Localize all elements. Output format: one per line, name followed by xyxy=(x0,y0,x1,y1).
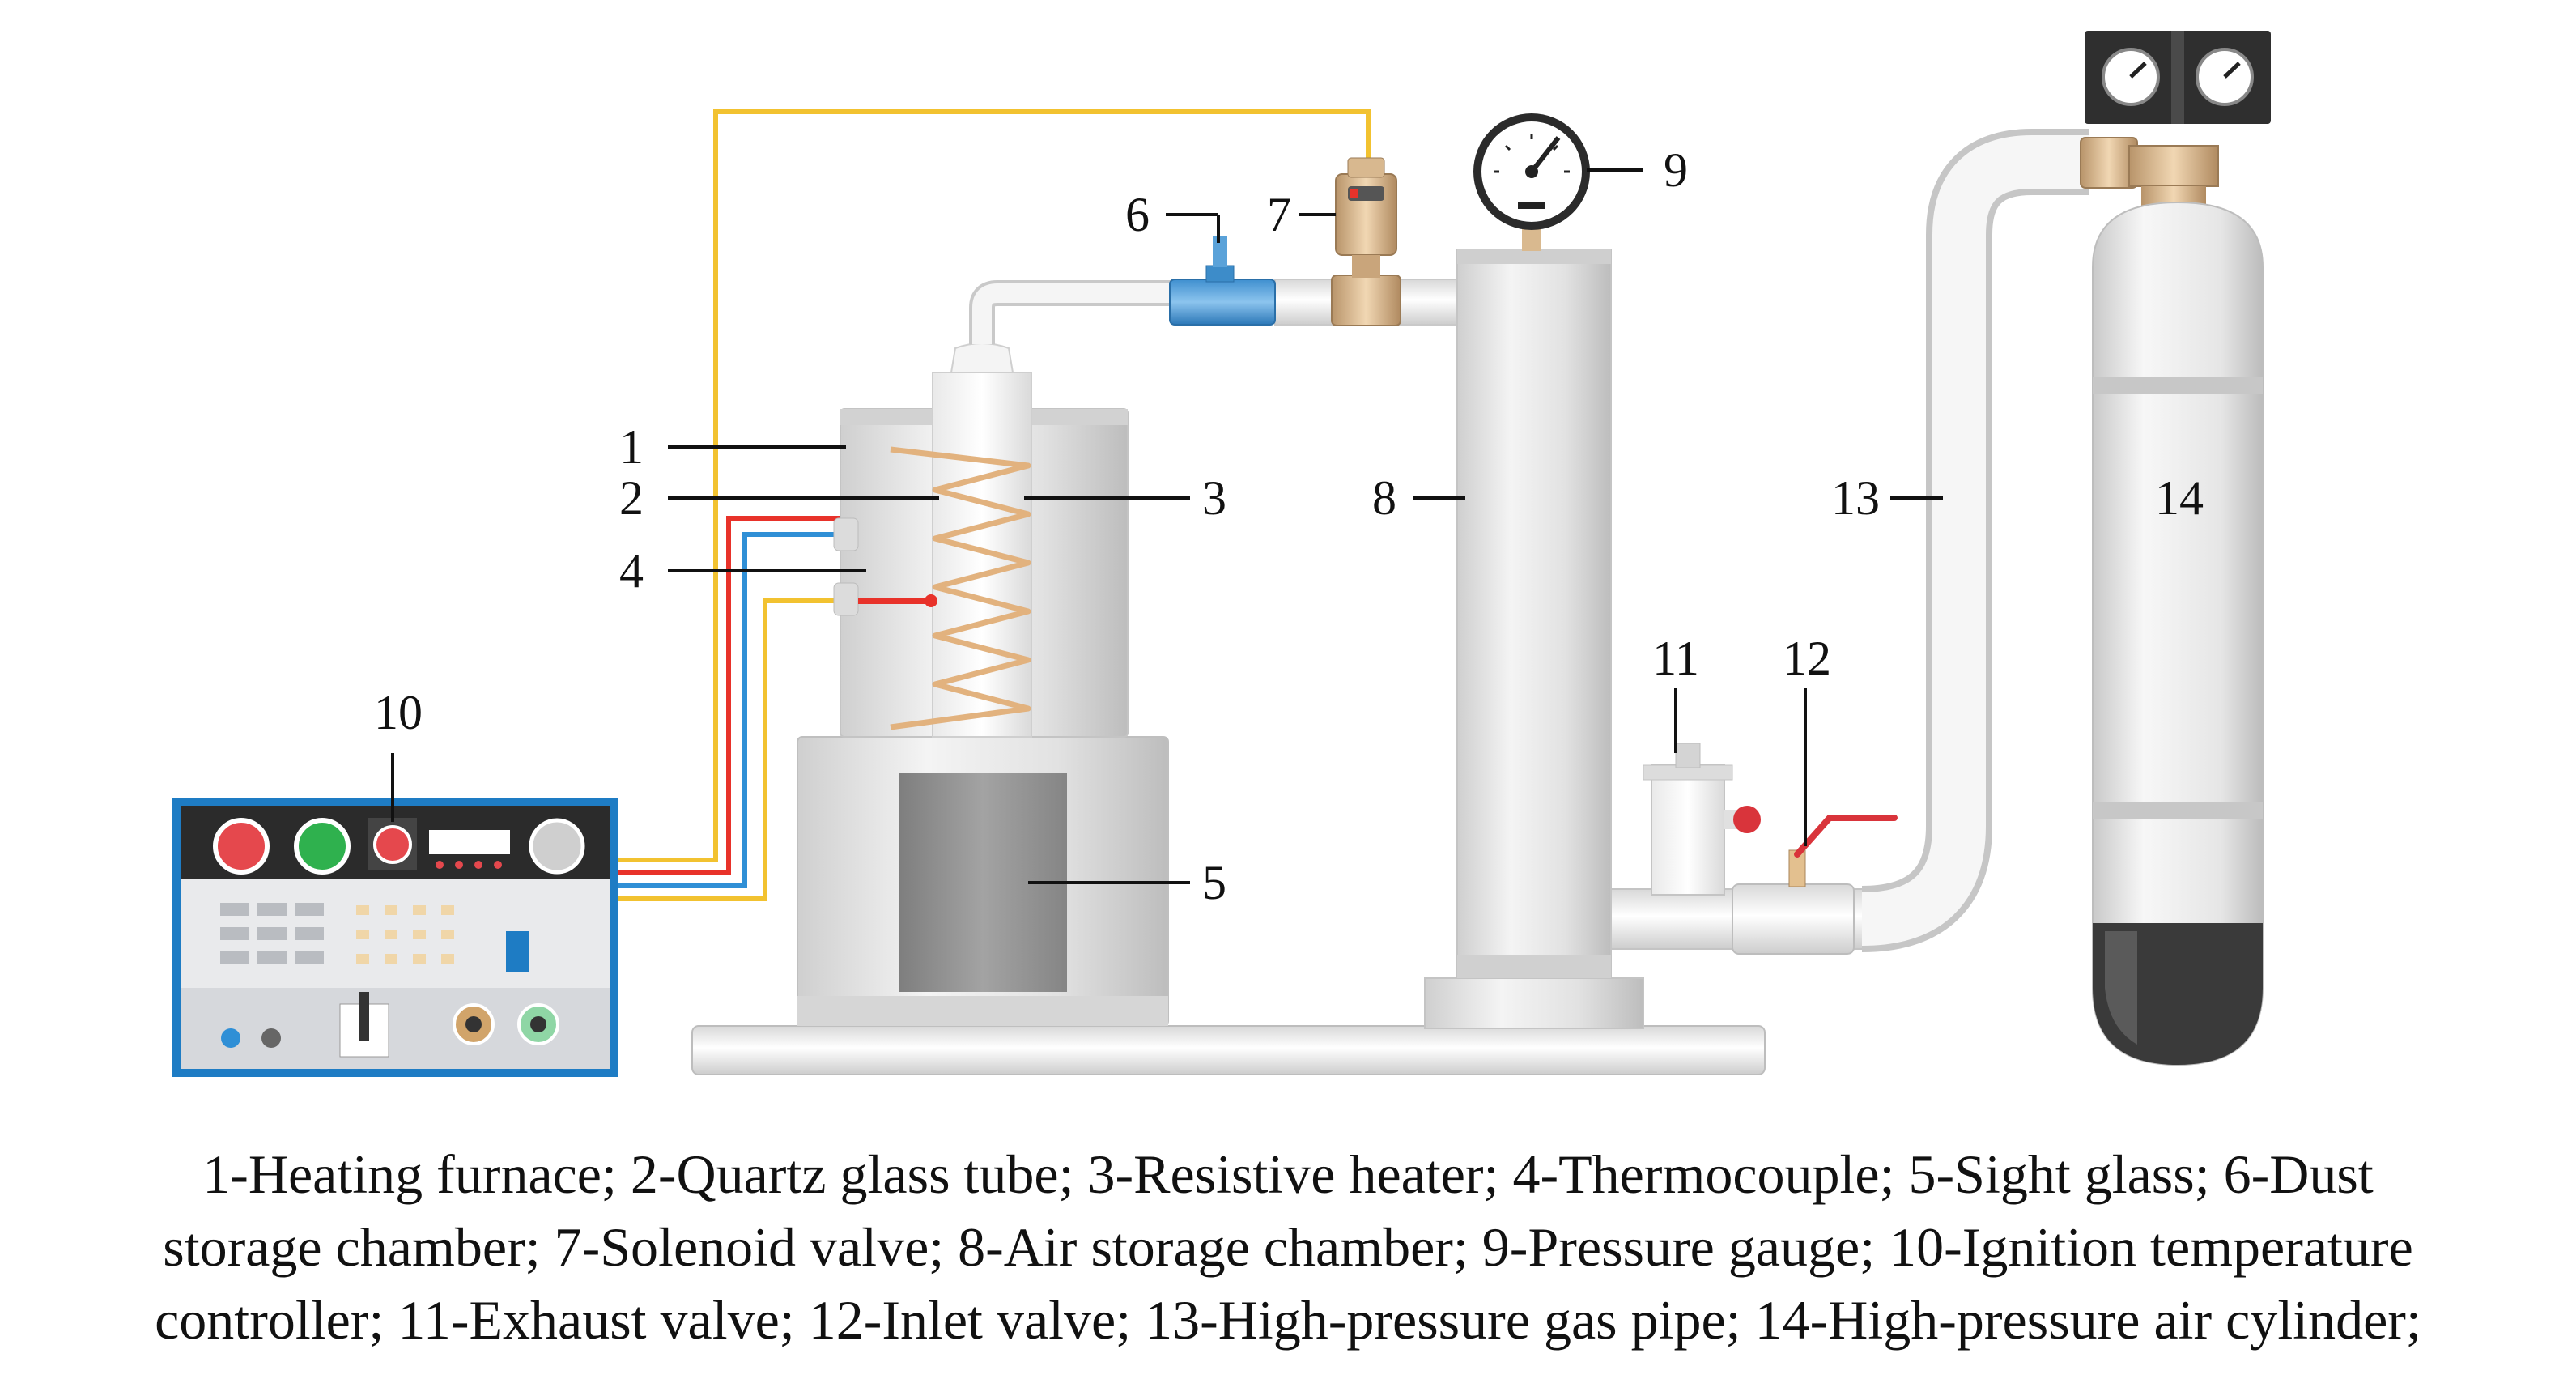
resistive-heater-coil xyxy=(890,446,1031,730)
label-11: 11 xyxy=(1652,632,1699,685)
pressure-gauge xyxy=(1473,113,1590,251)
ignition-temperature-controller xyxy=(172,798,618,1077)
label-2: 2 xyxy=(619,471,644,525)
label-1: 1 xyxy=(619,420,644,474)
label-5: 5 xyxy=(1202,856,1226,909)
high-pressure-gas-pipe xyxy=(1860,129,2089,952)
air-storage-chamber xyxy=(1424,249,1644,1029)
controller-display xyxy=(429,830,510,854)
quartz-glass-tube xyxy=(932,343,1032,738)
label-4: 4 xyxy=(619,544,644,598)
figure-caption: 1-Heating furnace; 2-Quartz glass tube; … xyxy=(0,1138,2576,1356)
label-7: 7 xyxy=(1267,188,1291,241)
yellow-wire-solenoid xyxy=(611,109,1371,862)
label-8: 8 xyxy=(1372,471,1396,525)
exhaust-inlet-pipe xyxy=(1610,883,1871,955)
indicator-lamp-icon xyxy=(373,825,412,864)
label-12: 12 xyxy=(1783,632,1831,685)
label-3: 3 xyxy=(1202,471,1226,525)
high-pressure-air-cylinder xyxy=(2080,31,2271,1066)
red-button-icon xyxy=(213,818,270,875)
base-plate xyxy=(691,1025,1766,1075)
yellow-wire-thermocouple xyxy=(611,598,886,901)
part-labels: 1 2 3 4 5 6 7 8 9 10 11 12 13 14 xyxy=(374,143,2204,909)
caption-line-1: 1-Heating furnace; 2-Quartz glass tube; … xyxy=(202,1143,2374,1205)
label-14: 14 xyxy=(2155,471,2204,525)
label-10: 10 xyxy=(374,686,423,739)
inlet-valve xyxy=(1788,815,1898,887)
green-button-icon xyxy=(294,818,351,875)
solenoid-valve xyxy=(1331,157,1401,326)
leader-lines xyxy=(391,168,1943,884)
label-6: 6 xyxy=(1125,188,1150,241)
caption-line-2: storage chamber; 7-Solenoid valve; 8-Air… xyxy=(163,1216,2413,1278)
caption-line-3: controller; 11-Exhaust valve; 12-Inlet v… xyxy=(155,1289,2421,1351)
exhaust-valve xyxy=(1643,743,1761,896)
label-13: 13 xyxy=(1831,471,1880,525)
apparatus-diagram: 1 2 3 4 5 6 7 8 9 10 11 12 13 14 xyxy=(172,31,2271,1077)
thermocouple xyxy=(858,594,937,607)
dust-storage-chamber xyxy=(1169,236,1276,326)
control-knob-icon xyxy=(529,818,585,875)
label-9: 9 xyxy=(1664,143,1688,197)
